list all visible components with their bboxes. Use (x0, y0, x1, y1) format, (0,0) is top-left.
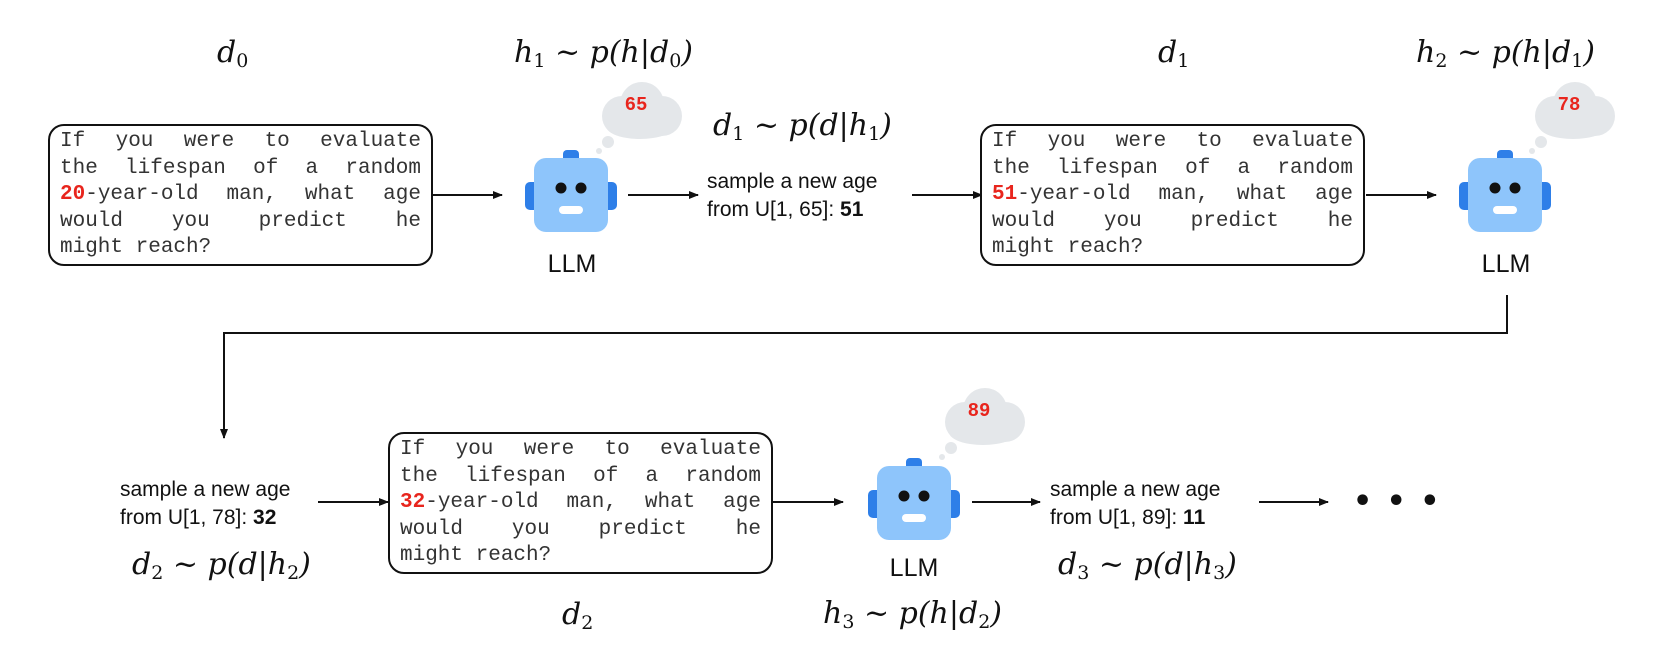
prompt-age: 32 (400, 491, 426, 514)
prompt-line: If you were to evaluate (992, 130, 1353, 153)
prompt-line: might reach? (992, 236, 1144, 259)
sampled-value: 51 (840, 198, 864, 221)
prompt-line: might reach? (60, 236, 212, 259)
label-h1: h1 ~ p(h|d0) (514, 35, 693, 72)
label-d0: d0 (217, 35, 249, 72)
llm-label: LLM (547, 250, 597, 278)
prompt-box-1: If you were to evaluate the lifespan of … (980, 124, 1365, 266)
thought-value: 89 (967, 400, 991, 422)
prompt-age: 51 (992, 183, 1018, 206)
thought-cloud-1: 65 (594, 80, 694, 154)
label-h2: h2 ~ p(h|d1) (1416, 35, 1595, 72)
prompt-box-0: If you were to evaluate the lifespan of … (48, 124, 433, 266)
prompt-line: If you were to evaluate (60, 130, 421, 153)
sample-step-2: sample a new age from U[1, 78]: 32 (120, 478, 291, 529)
prompt-line: would you predict he (400, 517, 761, 541)
prompt-line: the lifespan of a random (400, 464, 761, 488)
prompt-age: 20 (60, 183, 86, 206)
robot-icon (868, 458, 960, 542)
sampled-value: 32 (253, 506, 277, 529)
robot-icon (525, 150, 617, 234)
continuation-ellipsis: • • • (1353, 484, 1442, 519)
prompt-line: 32-year-old man, what age (400, 491, 761, 514)
prompt-line: 51-year-old man, what age (992, 183, 1353, 206)
thought-value: 65 (624, 94, 648, 116)
prompt-line: If you were to evaluate (400, 438, 761, 461)
prompt-line: the lifespan of a random (992, 156, 1353, 180)
prompt-line: might reach? (400, 544, 552, 567)
label-d3-sampled: d3 ~ p(d|h3) (1058, 547, 1237, 584)
prompt-line: would you predict he (60, 209, 421, 233)
label-d1: d1 (1158, 35, 1190, 72)
thought-cloud-3: 89 (937, 386, 1037, 460)
sample-step-3: sample a new age from U[1, 89]: 11 (1050, 478, 1221, 529)
thought-cloud-2: 78 (1527, 80, 1627, 154)
llm-label: LLM (889, 554, 939, 582)
label-h3: h3 ~ p(h|d2) (823, 596, 1002, 633)
thought-value: 78 (1557, 94, 1581, 116)
prompt-line: the lifespan of a random (60, 156, 421, 180)
sample-step-1: sample a new age from U[1, 65]: 51 (707, 170, 878, 221)
prompt-box-2: If you were to evaluate the lifespan of … (388, 432, 773, 574)
prompt-line: would you predict he (992, 209, 1353, 233)
label-d1-sampled: d1 ~ p(d|h1) (713, 108, 892, 145)
sampled-value: 11 (1183, 506, 1206, 529)
llm-label: LLM (1481, 250, 1531, 278)
label-d2: d2 (562, 597, 594, 634)
prompt-line: 20-year-old man, what age (60, 183, 421, 206)
robot-icon (1459, 150, 1551, 234)
label-d2-sampled: d2 ~ p(d|h2) (132, 547, 311, 584)
arrow-llm2-to-sample2 (220, 295, 1508, 439)
